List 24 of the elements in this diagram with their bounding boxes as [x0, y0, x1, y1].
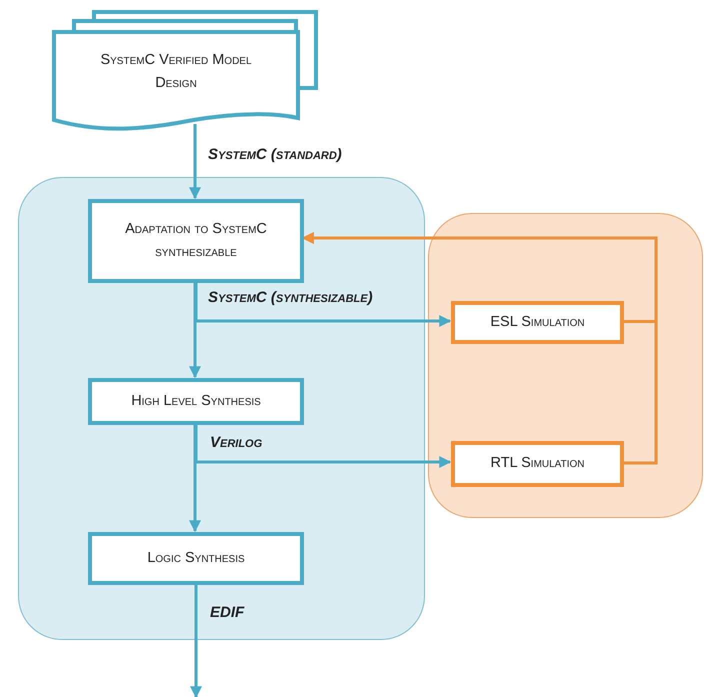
arrow [194, 282, 452, 327]
step-label: SystemC Verified Model Design [99, 50, 253, 93]
process-box [451, 441, 624, 487]
edge-label: EDIF [210, 604, 244, 621]
step-label: RTL Simulation [490, 454, 584, 474]
arrow [189, 124, 201, 200]
process-box [88, 378, 304, 425]
arrow [302, 232, 658, 464]
arrow [194, 424, 452, 468]
step-label: ESL Simulation [490, 312, 585, 332]
arrow [189, 424, 201, 532]
process-box [451, 301, 624, 344]
arrow [189, 282, 201, 378]
synthesis-panel [18, 177, 425, 640]
step-label: High Level Synthesis [131, 392, 261, 411]
step-label: Logic Synthesis [147, 548, 245, 568]
step-label: Adaptation to SystemC synthesizable [124, 220, 268, 262]
process-box [88, 532, 304, 585]
edge-label: SystemC (standard) [208, 146, 342, 163]
edge-label: Verilog [210, 434, 262, 451]
process-box [88, 199, 304, 283]
simulation-panel [428, 213, 703, 518]
edge-label: SystemC (synthesizable) [208, 289, 373, 306]
arrow [190, 584, 202, 697]
